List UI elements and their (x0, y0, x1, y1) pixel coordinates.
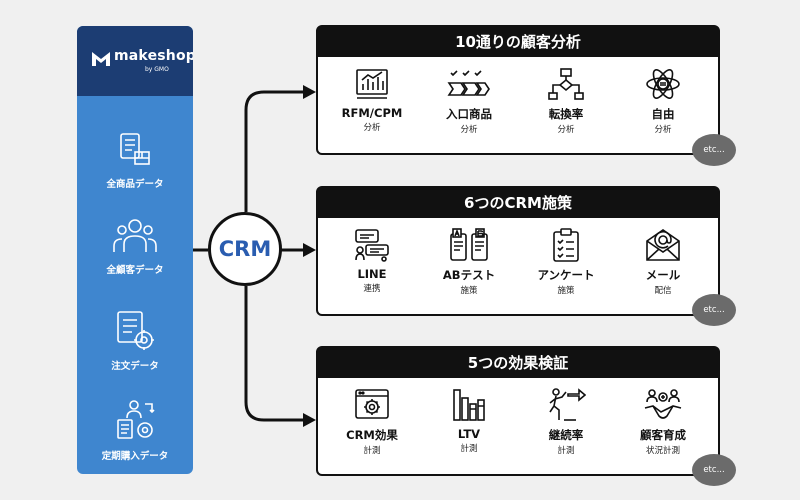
etc-badge: etc... (692, 294, 736, 326)
source-label: 全商品データ (106, 179, 164, 190)
source-order-data: 注文データ (77, 308, 193, 372)
bar-columns-icon (453, 389, 485, 421)
item-retention-rate: 継続率 計測 (521, 378, 611, 456)
arrow-head-top (303, 85, 316, 99)
arrow-head-middle (303, 243, 316, 257)
data-sources-panel: makeshop by GMO 全商品データ 全顧客データ (77, 26, 193, 474)
settings-window-icon (355, 389, 389, 419)
item-title: LINE (357, 267, 387, 281)
flowchart-icon (548, 68, 584, 100)
item-sub: 計測 (460, 444, 478, 454)
section-items: RFM/CPM 分析 入口商品 分析 (318, 57, 718, 153)
clipboard-survey-icon (553, 228, 579, 262)
source-label: 定期購入データ (101, 451, 169, 462)
customers-icon (113, 219, 157, 252)
item-sub: 分析 (460, 125, 478, 135)
item-sub: 計測 (557, 446, 575, 456)
crm-hub: CRM (208, 212, 282, 286)
mail-icon (646, 229, 680, 261)
item-title: LTV (457, 427, 481, 441)
item-title: CRM効果 (346, 428, 398, 442)
item-crm-effect: CRM効果 計測 (327, 378, 417, 456)
brand-name: makeshop (114, 48, 193, 64)
item-sub: 分析 (654, 125, 672, 135)
item-ltv: LTV 計測 (424, 378, 514, 454)
item-sub: 分析 (557, 125, 575, 135)
item-rfm-cpm: RFM/CPM 分析 (327, 57, 417, 133)
item-sub: 配信 (654, 286, 672, 296)
item-title: 入口商品 (446, 107, 492, 121)
item-survey: アンケート 施策 (521, 218, 611, 296)
product-data-icon (120, 133, 150, 165)
section-items: LINE 連携 ABテスト 施策 (318, 218, 718, 314)
item-title: 継続率 (548, 428, 584, 442)
source-subscription-data: 定期購入データ (77, 398, 193, 462)
ab-test-icon (450, 228, 488, 261)
etc-badge: etc... (692, 134, 736, 166)
section-customer-analysis: 10通りの顧客分析 RFM/CPM 分析 入口商品 (316, 25, 720, 155)
item-sub: 分析 (363, 123, 381, 133)
crm-label: CRM (218, 237, 272, 261)
section-title: 10通りの顧客分析 (318, 27, 718, 57)
item-sub: 施策 (460, 286, 478, 296)
item-title: メール (645, 268, 681, 282)
item-mail: メール 配信 (618, 218, 708, 296)
item-sub: 施策 (557, 286, 575, 296)
running-person-icon (549, 388, 586, 421)
flow-checklist-icon (447, 70, 490, 96)
item-entry-product: 入口商品 分析 (424, 57, 514, 135)
subscription-data-icon (117, 400, 155, 439)
item-title: 転換率 (548, 107, 584, 121)
source-product-data: 全商品データ (77, 130, 193, 190)
item-title: 顧客育成 (640, 428, 686, 442)
item-customer-growth: 顧客育成 状況計測 (618, 378, 708, 456)
source-label: 全顧客データ (106, 265, 164, 276)
item-sub: 連携 (363, 284, 381, 294)
atom-icon (646, 69, 680, 99)
section-title: 5つの効果検証 (318, 348, 718, 378)
source-label: 注文データ (111, 361, 159, 372)
item-sub: 計測 (363, 446, 381, 456)
item-ab-test: ABテスト 施策 (424, 218, 514, 296)
brand-sub: by GMO (145, 66, 169, 73)
item-title: ABテスト (442, 268, 496, 282)
item-line: LINE 連携 (327, 218, 417, 294)
item-sub: 状況計測 (645, 446, 680, 456)
item-conversion-rate: 転換率 分析 (521, 57, 611, 135)
source-customer-data: 全顧客データ (77, 216, 193, 276)
section-items: CRM効果 計測 LTV 計測 (318, 378, 718, 474)
item-title: RFM/CPM (341, 106, 403, 120)
section-crm-measures: 6つのCRM施策 LINE 連携 (316, 186, 720, 316)
handshake-icon (644, 389, 682, 419)
item-title: アンケート (537, 268, 595, 282)
item-free-analysis: 自由 分析 (618, 57, 708, 135)
item-title: 自由 (651, 107, 675, 121)
etc-badge: etc... (692, 454, 736, 486)
section-title: 6つのCRM施策 (318, 188, 718, 218)
arrow-head-bottom (303, 413, 316, 427)
chat-icon (355, 229, 389, 262)
makeshop-logo-icon (92, 52, 110, 66)
chart-analysis-icon (356, 69, 388, 99)
order-data-icon (117, 311, 154, 350)
logo-bar: makeshop by GMO (77, 26, 193, 96)
section-effect-verification: 5つの効果検証 CRM効果 計測 (316, 346, 720, 476)
